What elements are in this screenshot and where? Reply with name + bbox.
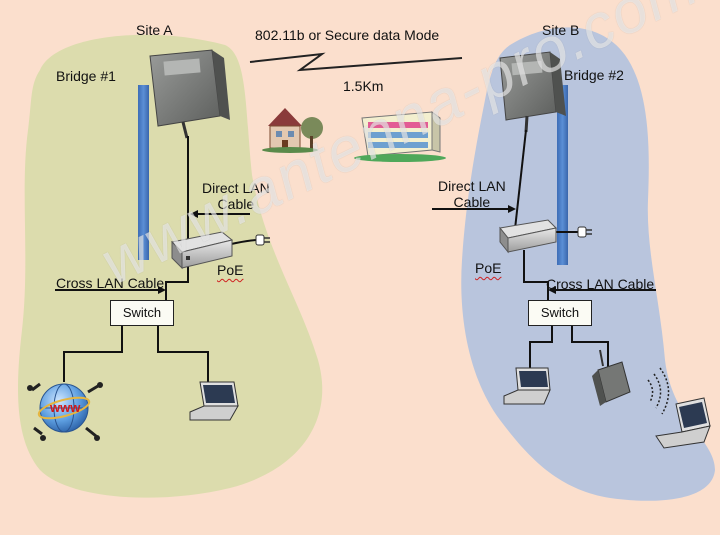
site-a-poe-label: PoE	[217, 262, 244, 278]
site-b-poe-label: PoE	[475, 260, 502, 276]
site-a-title: Site A	[136, 22, 173, 38]
site-b-direct-lan-label: Direct LAN Cable	[438, 178, 506, 210]
site-b-bridge-cable	[513, 129, 527, 239]
site-b-cross-lan-label: Cross LAN Cable	[546, 276, 655, 292]
house-icon	[262, 108, 323, 153]
bridge-1-mast	[138, 85, 149, 260]
bridge-2-device	[499, 51, 566, 133]
site-b-title: Site B	[542, 22, 580, 38]
site-a-poe-to-switch-cable	[165, 262, 189, 300]
building-icon	[354, 111, 446, 162]
arrowhead	[190, 210, 198, 218]
arrowhead	[158, 286, 166, 294]
site-b-switch: Switch	[528, 300, 592, 326]
arrowhead	[548, 286, 556, 294]
site-a-power-plug-icon	[255, 234, 270, 246]
site-a-laptop-icon	[189, 381, 239, 421]
internet-globe-icon	[27, 382, 103, 441]
bridge-2-mast	[557, 85, 568, 265]
site-a-poe-device	[170, 231, 234, 270]
site-a-switch-to-globe-cable	[63, 324, 123, 382]
site-a-direct-lan-label: Direct LAN Cable	[202, 180, 270, 212]
link-mode-label: 802.11b or Secure data Mode	[255, 27, 440, 43]
site-a-cross-lan-label: Cross LAN Cable	[56, 275, 165, 291]
arrowhead	[508, 205, 516, 213]
access-point-icon	[592, 349, 631, 406]
wifi-signal-icon	[647, 367, 670, 415]
site-a-switch: Switch	[110, 300, 174, 326]
internet-globe-label: www	[50, 400, 81, 415]
site-b-poe-device	[499, 219, 558, 254]
site-a-switch-to-laptop-cable	[157, 324, 209, 388]
bridge-1-label: Bridge #1	[56, 68, 116, 84]
bridge-2-label: Bridge #2	[564, 67, 624, 83]
link-distance-label: 1.5Km	[343, 78, 384, 94]
site-a-region	[17, 34, 323, 498]
site-b-switch-to-laptop-cable	[529, 324, 553, 370]
site-b-poe-to-switch-cable	[523, 250, 549, 300]
bridge-1-device	[149, 49, 230, 139]
site-b-switch-to-ap-cable	[571, 324, 609, 368]
site-b-power-plug-icon	[577, 226, 592, 238]
site-b-wireless-laptop-icon	[655, 397, 711, 449]
wireless-link	[249, 52, 463, 72]
site-b-laptop-icon	[503, 367, 551, 405]
